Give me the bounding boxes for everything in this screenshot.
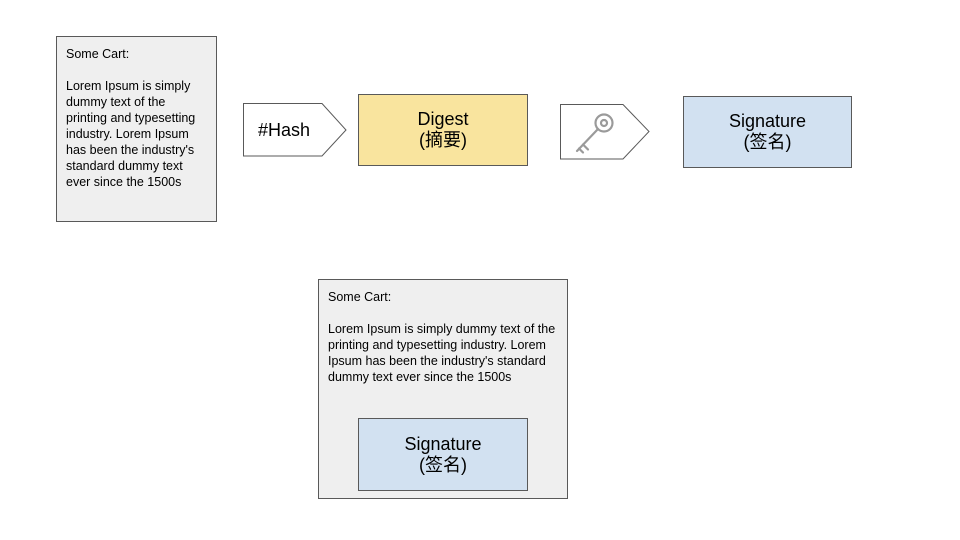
signature-sublabel: (签名) [419, 454, 467, 475]
document-title: Some Cart: [328, 290, 392, 304]
signature-sublabel: (签名) [743, 132, 792, 152]
hash-arrow-shape [243, 103, 347, 157]
key-icon [575, 113, 614, 154]
digest-label: Digest [417, 109, 469, 129]
digest-box: Digest (摘要) [358, 94, 528, 166]
signature-label: Signature [404, 433, 482, 454]
embedded-signature-box: Signature (签名) [358, 418, 528, 491]
document-body: Lorem Ipsum is simply dummy text of the … [66, 79, 196, 189]
document-box: Some Cart: Lorem Ipsum is simply dummy t… [56, 36, 217, 222]
digest-sublabel: (摘要) [419, 130, 467, 150]
signature-box: Signature (签名) [683, 96, 852, 168]
hash-label: #Hash [257, 119, 311, 140]
signature-label: Signature [728, 111, 807, 131]
key-arrow-shape [560, 104, 650, 160]
document-title: Some Cart: [66, 47, 130, 61]
document-body: Lorem Ipsum is simply dummy text of the … [328, 322, 556, 384]
